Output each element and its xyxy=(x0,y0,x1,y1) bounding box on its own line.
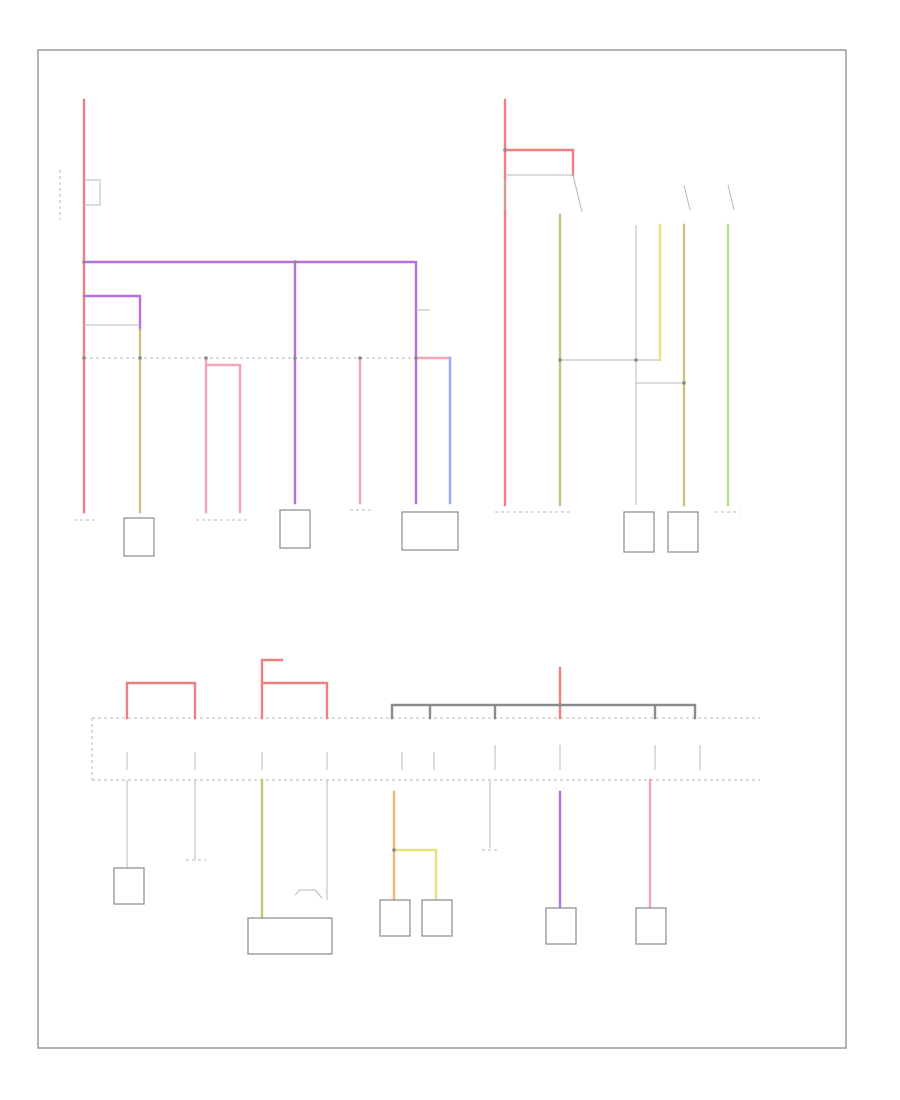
switch-leader-r2 xyxy=(727,184,735,211)
component-box xyxy=(247,917,333,955)
red-bridge xyxy=(503,148,575,177)
component-box xyxy=(279,509,311,549)
splice-node xyxy=(558,703,562,707)
component-box xyxy=(123,517,155,557)
red-feed-1 xyxy=(125,681,197,720)
upper-left-circuit xyxy=(59,98,459,557)
splice-node xyxy=(204,356,208,360)
output-yellow xyxy=(392,848,438,902)
component-box xyxy=(667,511,699,553)
gray-bus-bar xyxy=(390,703,697,720)
relay-contact xyxy=(505,174,583,213)
red-feed-2 xyxy=(260,658,284,720)
component-box xyxy=(545,907,577,945)
lower-fuse-box xyxy=(91,658,760,955)
red-feed-3 xyxy=(260,681,329,720)
splice-node xyxy=(293,356,297,360)
violet-bus-top xyxy=(82,260,418,505)
fuse-symbols xyxy=(126,745,701,770)
switch-leader-r1 xyxy=(683,184,691,211)
component-box xyxy=(623,511,655,553)
pink-branch-2 xyxy=(204,363,242,514)
splice-node xyxy=(682,381,686,385)
component-box xyxy=(379,899,411,937)
splice-node xyxy=(634,358,638,362)
component-box xyxy=(635,907,667,945)
splice-node xyxy=(293,260,297,264)
diagram-frame xyxy=(37,49,847,1049)
splice-node xyxy=(558,358,562,362)
splice-node xyxy=(82,356,86,360)
violet-bus-short xyxy=(82,294,142,332)
component-box xyxy=(113,867,145,905)
splice-node xyxy=(82,260,86,264)
component-box xyxy=(401,511,459,551)
splice-node xyxy=(138,356,142,360)
output-4b xyxy=(294,889,323,899)
splice-node xyxy=(392,848,396,852)
upper-right-circuit xyxy=(495,98,740,553)
switch-leader-1 xyxy=(84,179,101,206)
splice-node xyxy=(414,356,418,360)
component-box xyxy=(421,899,453,937)
splice-node xyxy=(358,356,362,360)
splice-node xyxy=(503,148,507,152)
